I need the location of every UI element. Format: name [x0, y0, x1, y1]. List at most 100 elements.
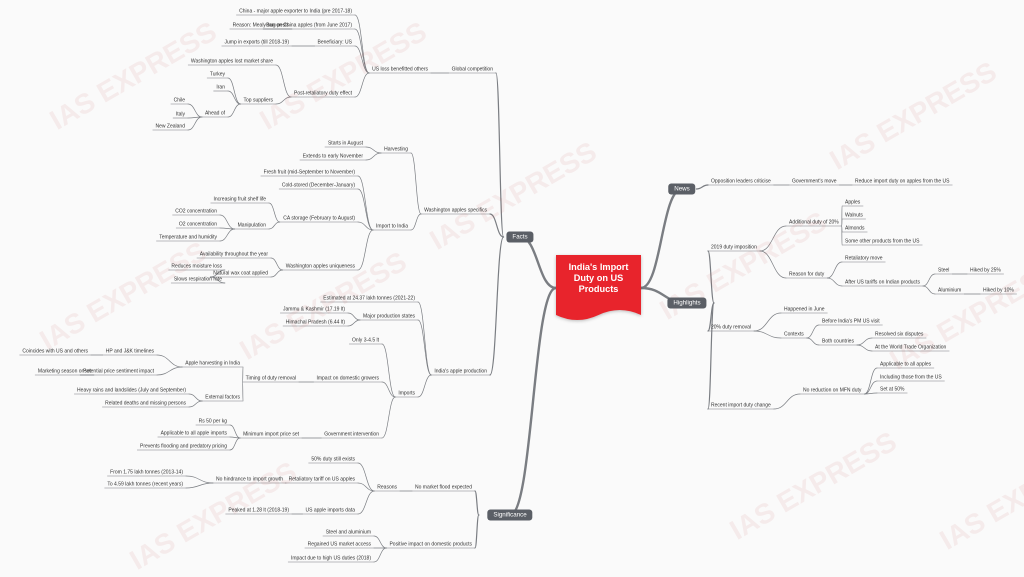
mind-map-node[interactable]: 2019 duty imposition — [711, 244, 757, 250]
mind-map-node[interactable]: Recent import duty change — [711, 402, 771, 408]
mind-map-node[interactable]: 20% duty removal — [711, 324, 751, 330]
branch-node-facts[interactable]: Facts — [506, 232, 533, 243]
mind-map-node[interactable]: Resolved six disputes — [875, 331, 923, 337]
mind-map-node[interactable]: Heavy rains and landslides (July and Sep… — [77, 387, 186, 393]
mind-map-node[interactable]: Harvesting — [384, 146, 408, 152]
mind-map-node[interactable]: Before India's PM US visit — [822, 318, 880, 324]
mind-map-node[interactable]: Applicable to all apples — [880, 361, 931, 367]
mind-map-node[interactable]: Both countries — [822, 338, 854, 344]
mind-map-node[interactable]: Rs 50 per kg — [199, 418, 227, 424]
mind-map-node[interactable]: Including those from the US — [880, 374, 942, 380]
mind-map-node[interactable]: From 1.75 lakh tonnes (2013-14) — [110, 469, 183, 475]
mind-map-node[interactable]: Increasing fruit shelf life — [213, 196, 266, 202]
mind-map-node[interactable]: Steel — [938, 267, 949, 273]
mind-map-node[interactable]: Fresh fruit (mid-September to November) — [264, 169, 355, 175]
mind-map-node[interactable]: Reasons — [377, 484, 397, 490]
mind-map-node[interactable]: China - major apple exporter to India (p… — [239, 8, 352, 14]
branch-node-highlights[interactable]: Highlights — [667, 298, 706, 309]
mind-map-node[interactable]: Regained US market access — [308, 541, 371, 547]
mind-map-node[interactable]: Government intervention — [324, 431, 379, 437]
mind-map-node[interactable]: Hiked by 25% — [970, 267, 1001, 273]
mind-map-node[interactable]: Coincides with US and others — [22, 348, 88, 354]
mind-map-node[interactable]: Washington apples uniqueness — [286, 263, 355, 269]
mind-map-node[interactable]: Washington apples lost market share — [191, 58, 273, 64]
mind-map-node[interactable]: At the World Trade Organization — [875, 344, 946, 350]
mind-map-node[interactable]: Retaliatory tariff on US apples — [289, 476, 355, 482]
mind-map-node[interactable]: New Zealand — [156, 123, 185, 129]
mind-map-node[interactable]: CA storage (February to August) — [283, 215, 355, 221]
branch-node-significance[interactable]: Significance — [487, 510, 532, 521]
mind-map-node[interactable]: Opposition leaders criticise — [711, 178, 771, 184]
mind-map-node[interactable]: Turkey — [210, 71, 225, 77]
mind-map-node[interactable]: Import to India — [376, 223, 408, 229]
mind-map-node[interactable]: Global competition — [452, 66, 493, 72]
mind-map-node[interactable]: Slows respiration rate — [174, 276, 222, 282]
mind-map-node[interactable]: Post-retaliatory duty effect — [294, 90, 352, 96]
mind-map-node[interactable]: After US tariffs on Indian products — [845, 279, 920, 285]
mind-map-node[interactable]: Related deaths and missing persons — [105, 400, 186, 406]
mind-map-node[interactable]: Peaked at 1.28 lt (2018-19) — [228, 507, 289, 513]
mind-map-node[interactable]: India's apple production — [434, 368, 487, 374]
mind-map-node[interactable]: Only 3-4.5 lt — [352, 337, 379, 343]
mind-map-node[interactable]: Iran — [216, 84, 225, 90]
mind-map-node[interactable]: Reduces moisture loss — [171, 263, 222, 269]
mind-map-node[interactable]: US loss benefitted others — [372, 66, 428, 72]
branch-node-news[interactable]: News — [668, 184, 695, 195]
mind-map-node[interactable]: Reason for duty — [789, 271, 824, 277]
mind-map-node[interactable]: Contexts — [784, 331, 804, 337]
mind-map-node[interactable]: Italy — [176, 111, 185, 117]
mind-map-node[interactable]: Set at 50% — [880, 386, 904, 392]
mind-map-node[interactable]: Marketing season onset — [38, 368, 91, 374]
central-topic[interactable]: India's Import Duty on US Products — [556, 255, 641, 322]
mind-map-node[interactable]: 50% duty still exists — [311, 456, 355, 462]
mind-map-node[interactable]: HP and J&K timelines — [106, 348, 154, 354]
mind-map-node[interactable]: Additional duty of 20% — [789, 219, 839, 225]
mind-map-node[interactable]: Applicable to all apple imports — [161, 430, 227, 436]
mind-map-node[interactable]: Walnuts — [845, 212, 863, 218]
mind-map-node[interactable]: Imports — [398, 390, 415, 396]
mind-map-node[interactable]: Chile — [174, 97, 185, 103]
mind-map-node[interactable]: Positive impact on domestic products — [389, 541, 472, 547]
mind-map-node[interactable]: Impact on domestic growers — [316, 375, 379, 381]
mind-map-node[interactable]: No market flood expected — [415, 484, 472, 490]
mind-map-node[interactable]: Himachal Pradesh (6.44 lt) — [286, 319, 345, 325]
mind-map-node[interactable]: Almonds — [845, 225, 864, 231]
mind-map-node[interactable]: Extends to early November — [303, 153, 363, 159]
mind-map-node[interactable]: CO2 concentration — [175, 208, 217, 214]
mind-map-node[interactable]: No hindrance to import growth — [216, 476, 283, 482]
mind-map-node[interactable]: Hiked by 10% — [983, 287, 1014, 293]
mind-map-node[interactable]: Prevents flooding and predatory pricing — [140, 443, 227, 449]
mind-map-node[interactable]: External factors — [205, 394, 240, 400]
mind-map-node[interactable]: Estimated at 24.37 lakh tonnes (2021-22) — [323, 295, 415, 301]
mind-map-node[interactable]: Cold-stored (December-January) — [282, 182, 355, 188]
mind-map-node[interactable]: Temperature and humidity — [159, 234, 217, 240]
mind-map-node[interactable]: Government's move — [792, 178, 837, 184]
mind-map-node[interactable]: To 4.59 lakh tonnes (recent years) — [107, 481, 183, 487]
mind-map-node[interactable]: US apple imports data — [306, 507, 355, 513]
mind-map-node[interactable]: Jump in exports (till 2018-19) — [225, 39, 289, 45]
mind-map-node[interactable]: Impact due to high US duties (2018) — [291, 555, 371, 561]
mind-map-node[interactable]: Starts in August — [328, 140, 363, 146]
mind-map-node[interactable]: Manipulation — [238, 222, 266, 228]
mind-map-node[interactable]: Potential price sentiment impact — [83, 368, 154, 374]
mind-map-node[interactable]: Aluminium — [938, 287, 961, 293]
mind-map-node[interactable]: Washington apples specifics — [424, 207, 487, 213]
mind-map-node[interactable]: No reduction on MFN duty — [803, 387, 861, 393]
mind-map-node[interactable]: Major production states — [363, 313, 415, 319]
mind-map-node[interactable]: Steel and aluminium — [326, 529, 371, 535]
mind-map-node[interactable]: Some other products from the US — [845, 238, 919, 244]
mind-map-node[interactable]: O2 concentration — [179, 221, 217, 227]
mind-map-node[interactable]: Apples — [845, 199, 860, 205]
mind-map-node[interactable]: Reduce import duty on apples from the US — [855, 178, 950, 184]
mind-map-node[interactable]: Ahead of — [205, 110, 225, 116]
mind-map-node[interactable]: Timing of duty removal — [246, 375, 296, 381]
mind-map-node[interactable]: Apple harvesting in India — [185, 360, 240, 366]
mind-map-node[interactable]: Top suppliers — [244, 97, 273, 103]
mind-map-node[interactable]: Beneficiary: US — [318, 39, 352, 45]
mind-map-node[interactable]: Jammu & Kashmir (17.19 lt) — [283, 306, 345, 312]
mind-map-node[interactable]: Retaliatory move — [845, 255, 883, 261]
mind-map-node[interactable]: Availability throughout the year — [200, 251, 268, 257]
mind-map-node[interactable]: Minimum import price set — [243, 431, 299, 437]
mind-map-node[interactable]: Reason: Mealy bug pests — [233, 22, 289, 28]
mind-map-node[interactable]: Happened in June — [784, 306, 825, 312]
